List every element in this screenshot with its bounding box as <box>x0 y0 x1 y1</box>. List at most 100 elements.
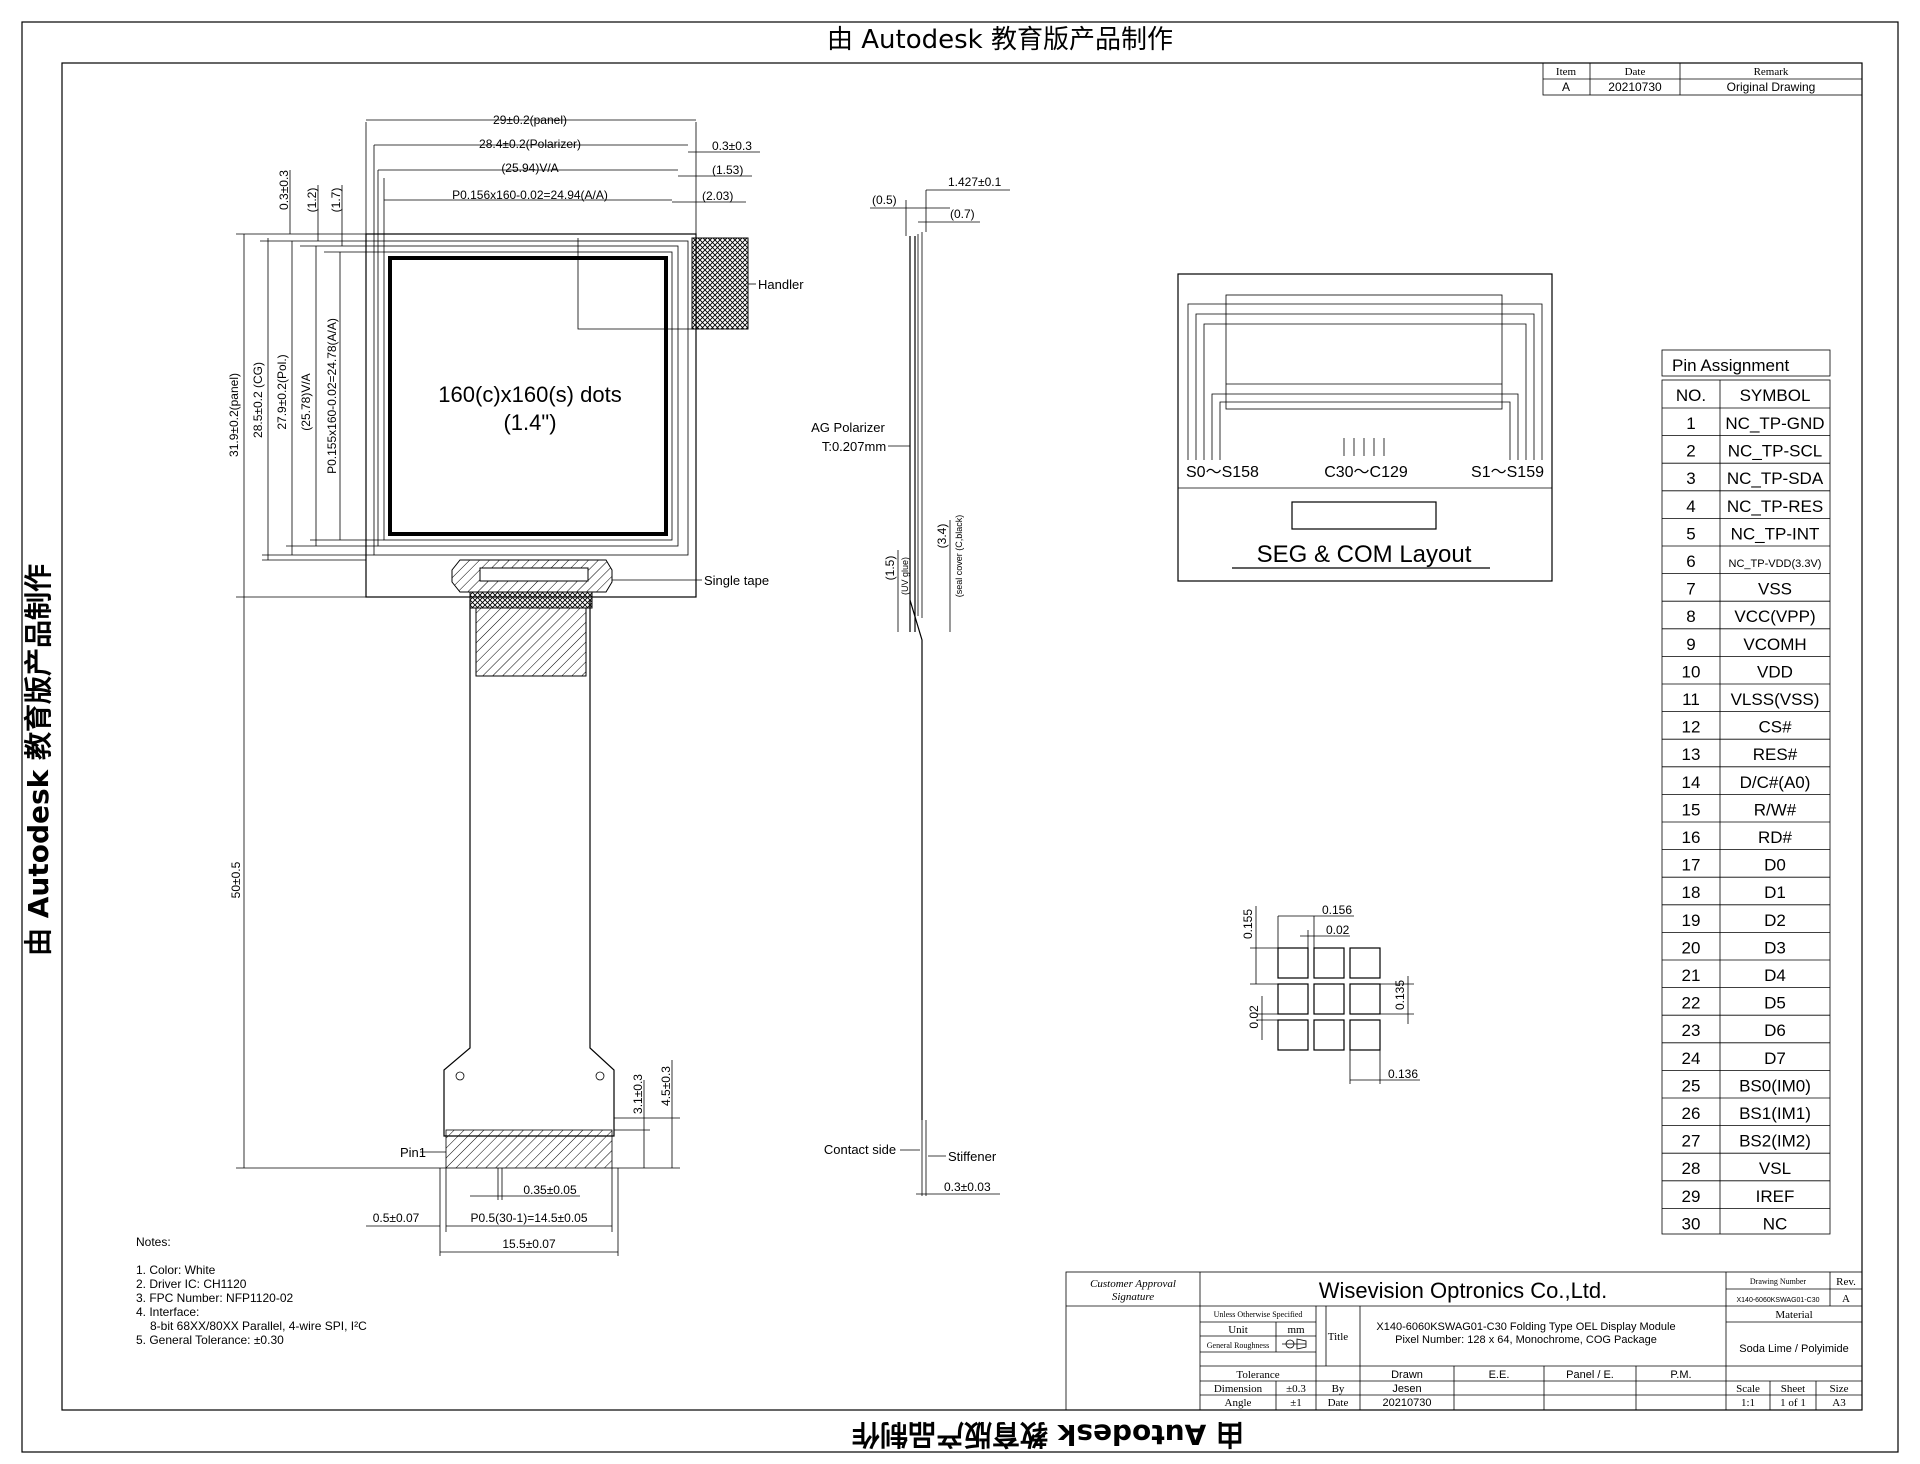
pin-symbol: NC_TP-GND <box>1725 414 1824 433</box>
by-label: By <box>1332 1383 1345 1395</box>
rev-value: A <box>1842 1293 1850 1305</box>
side-view: 1.427±0.1 (0.5) (0.7) AG Polarizer T:0.2… <box>811 175 1010 1196</box>
projection-symbol <box>1282 1338 1307 1350</box>
sheet-value: 1 of 1 <box>1780 1397 1806 1409</box>
s1-label: S1～S159 <box>1471 464 1544 481</box>
ag-thickness-label: T:0.207mm <box>822 439 886 454</box>
pin-number: 16 <box>1682 828 1701 847</box>
pin-symbol: IREF <box>1756 1187 1795 1206</box>
watermark-bottom: 由 Autodesk 教育版产品制作 <box>852 1418 1244 1451</box>
dim-035: 0.35±0.05 <box>523 1183 577 1197</box>
outer-border <box>21 21 1899 1453</box>
general-roughness: General Roughness <box>1207 1341 1269 1350</box>
pin-number: 27 <box>1682 1132 1701 1151</box>
handler-label: Handler <box>758 277 804 292</box>
customer-approval: Customer Approval <box>1090 1278 1176 1290</box>
dim-px-0136: 0.136 <box>1388 1067 1418 1081</box>
drawing-number-label: Drawing Number <box>1750 1277 1807 1286</box>
notes: Notes: 1. Color: White 2. Driver IC: CH1… <box>136 1235 367 1347</box>
pin-symbol: BS1(IM1) <box>1739 1104 1811 1123</box>
pin-symbol: NC_TP-RES <box>1727 497 1823 516</box>
pin-symbol: BS0(IM0) <box>1739 1076 1811 1095</box>
pin-symbol: NC_TP-VDD(3.3V) <box>1729 558 1822 570</box>
pin-number: 28 <box>1682 1159 1701 1178</box>
rev-header-remark: Remark <box>1754 66 1789 78</box>
rev-header-date: Date <box>1625 66 1646 78</box>
pin-number: 5 <box>1686 524 1695 543</box>
pin-symbol: NC_TP-INT <box>1731 524 1820 543</box>
pin-symbol: VCC(VPP) <box>1734 607 1815 626</box>
pin-number: 19 <box>1682 911 1701 930</box>
dim-va-width: (25.94)V/A <box>501 161 558 175</box>
angle-tol: ±1 <box>1290 1397 1302 1409</box>
uv-glue-label: (UV glue) <box>900 557 910 595</box>
pin-number: 4 <box>1686 497 1695 516</box>
dim-offset-203: (2.03) <box>702 189 733 203</box>
title-line-2: Pixel Number: 128 x 64, Monochrome, COG … <box>1395 1334 1657 1346</box>
pin-number: 7 <box>1686 580 1695 599</box>
pin-symbol: D3 <box>1764 938 1786 957</box>
seal-cover-label: (seal cover (C,black) <box>954 515 964 598</box>
pin-symbol: D5 <box>1764 994 1786 1013</box>
pin-table-title: Pin Assignment <box>1672 356 1789 375</box>
pin-symbol: NC_TP-SCL <box>1728 442 1822 461</box>
dim-05: 0.5±0.07 <box>373 1211 420 1225</box>
dim-1427: 1.427±0.1 <box>948 175 1002 189</box>
pin-number: 6 <box>1686 552 1695 571</box>
dim-pol-height: 27.9±0.2(Pol.) <box>275 354 289 429</box>
pin-symbol: VSS <box>1758 580 1792 599</box>
pin-symbol: D0 <box>1764 856 1786 875</box>
pin-number: 23 <box>1682 1021 1701 1040</box>
title-label: Title <box>1328 1331 1349 1343</box>
dimension-tol: ±0.3 <box>1286 1383 1306 1395</box>
pin-number: 10 <box>1682 662 1701 681</box>
pin-number: 11 <box>1682 690 1700 709</box>
ee-label: E.E. <box>1489 1369 1510 1381</box>
dimension-label: Dimension <box>1214 1383 1263 1395</box>
unit-label: Unit <box>1228 1324 1248 1336</box>
notes-title: Notes: <box>136 1235 171 1249</box>
company-name: Wisevision Optronics Co.,Ltd. <box>1319 1278 1608 1303</box>
pin-number: 12 <box>1682 718 1701 737</box>
dim-side-05: (0.5) <box>872 193 897 207</box>
pin-symbol: RD# <box>1758 828 1793 847</box>
watermark-left: 由 Autodesk 教育版产品制作 <box>22 564 55 956</box>
pin-number: 25 <box>1682 1076 1701 1095</box>
pin-symbol: R/W# <box>1754 800 1797 819</box>
pin-number: 9 <box>1686 635 1695 654</box>
material-value: Soda Lime / Polyimide <box>1739 1343 1848 1355</box>
revision-table: Item Date Remark A 20210730 Original Dra… <box>1542 62 1863 96</box>
panel-label: Panel / E. <box>1566 1369 1614 1381</box>
unless-specified: Unless Otherwise Specified <box>1214 1310 1303 1319</box>
pin-number: 15 <box>1682 800 1701 819</box>
pin-number: 1 <box>1686 414 1695 433</box>
fpc-stiffener <box>475 607 587 677</box>
pixel-detail: 0.156 0.02 0.155 0.135 0.02 0.136 <box>1241 903 1420 1084</box>
note-1: 1. Color: White <box>136 1263 216 1277</box>
pin-number: 13 <box>1682 745 1701 764</box>
size-label: Size <box>1830 1383 1849 1395</box>
sheet-label: Sheet <box>1781 1383 1805 1395</box>
pin-symbol: D2 <box>1764 911 1786 930</box>
front-view: 160(c)x160(s) dots (1.4") Handler Single… <box>227 113 804 1256</box>
dim-px-0156: 0.156 <box>1322 903 1352 917</box>
watermark-top: 由 Autodesk 教育版产品制作 <box>827 25 1173 55</box>
dim-panel-width: 29±0.2(panel) <box>493 113 567 127</box>
stiffener-label: Stiffener <box>948 1149 997 1164</box>
dim-px-0155: 0.155 <box>1241 909 1255 939</box>
dim-px-002a: 0.02 <box>1326 923 1350 937</box>
pin-number: 17 <box>1682 856 1701 875</box>
active-area <box>388 256 668 536</box>
dim-offset-03: 0.3±0.3 <box>712 139 752 153</box>
pin-symbol: D7 <box>1764 1049 1786 1068</box>
pin-symbol: D/C#(A0) <box>1740 773 1811 792</box>
dim-fpc-length: 50±0.5 <box>229 861 243 898</box>
pin-number: 24 <box>1682 1049 1701 1068</box>
rev-remark: Original Drawing <box>1727 80 1816 94</box>
pin-number: 3 <box>1686 469 1695 488</box>
pin-number: 8 <box>1686 607 1695 626</box>
dim-side-07: (0.7) <box>950 207 975 221</box>
signature: Signature <box>1112 1291 1154 1303</box>
pin-symbol: NC <box>1763 1214 1788 1233</box>
